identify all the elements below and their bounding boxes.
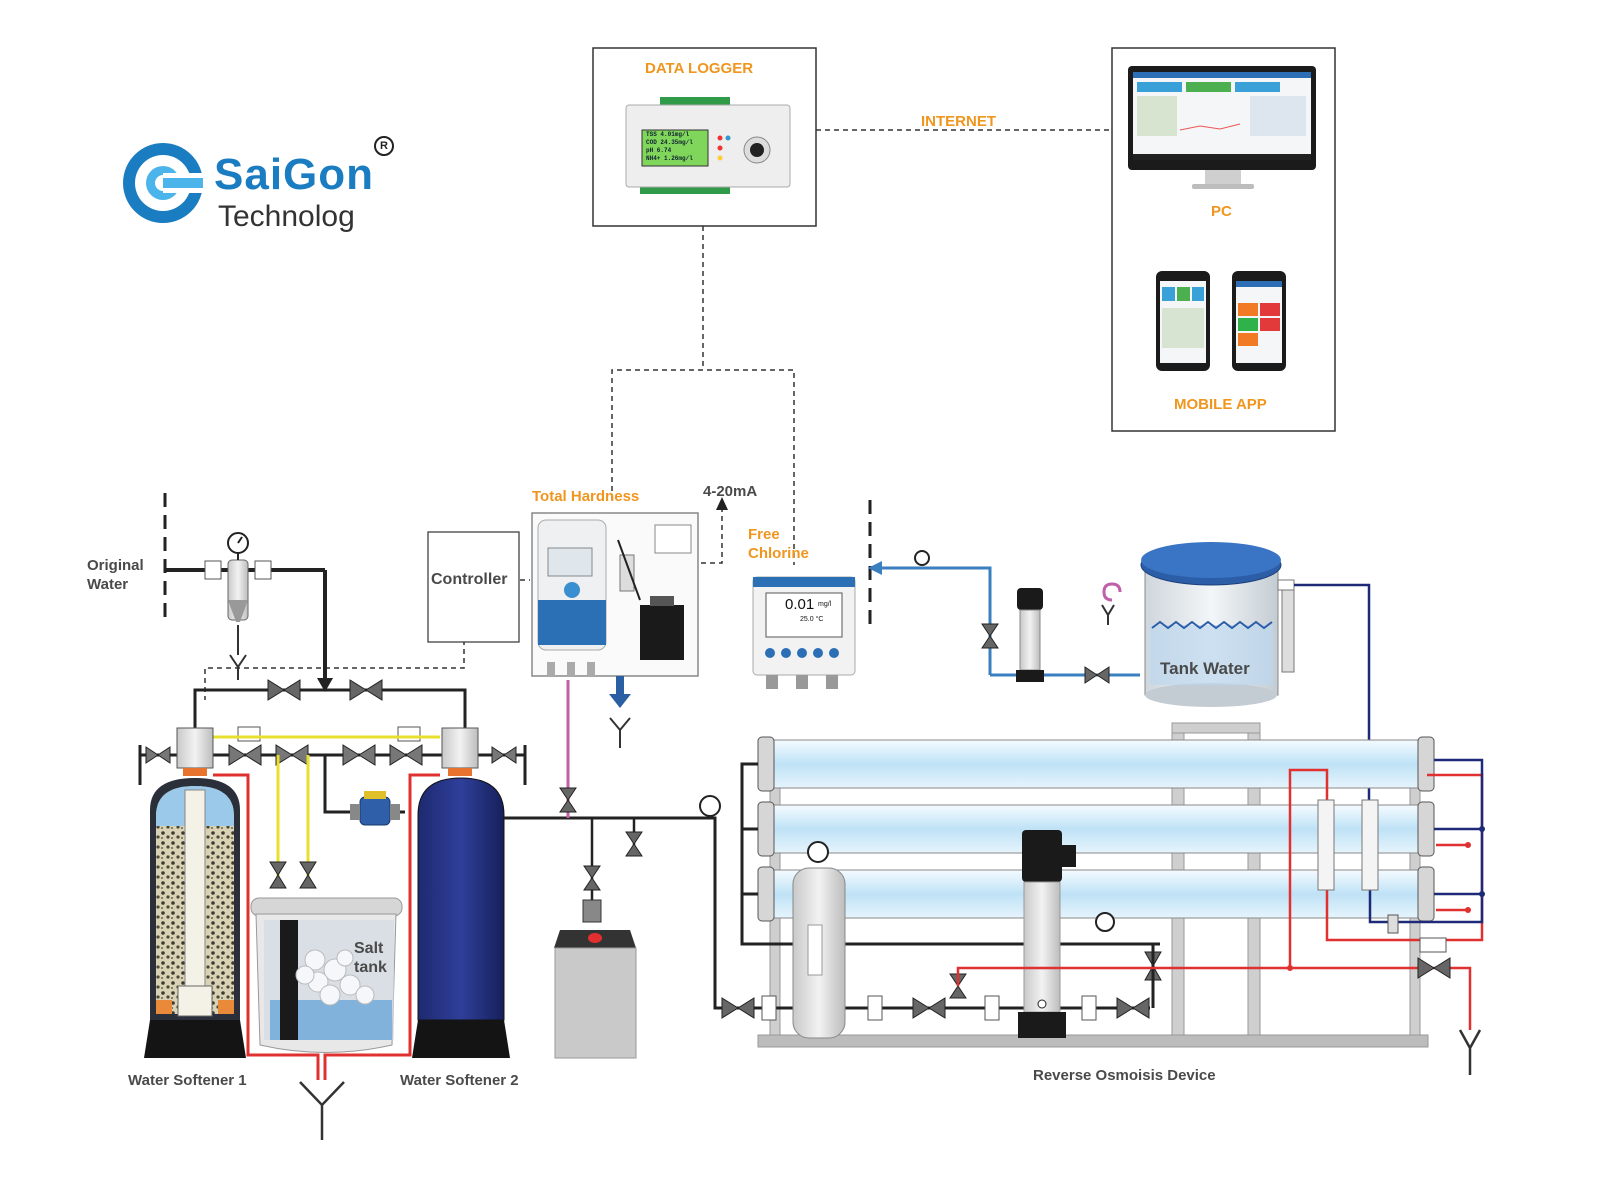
- controller-box: [427, 531, 520, 643]
- pressure-gauge-icon: [1095, 912, 1115, 932]
- bypass-header: [193, 679, 467, 735]
- permeate-line: [1294, 583, 1371, 805]
- pc-label: PC: [1211, 203, 1232, 220]
- free-chlorine-analyzer: [752, 576, 856, 689]
- original-water-label-line1: Original: [87, 557, 144, 574]
- pump-motor-icon: [1017, 588, 1043, 610]
- regeneration-lines: [200, 735, 440, 880]
- pressure-gauge-icon: [807, 841, 829, 863]
- logo-wordmark: SaiGon: [214, 150, 375, 199]
- pressure-gauge-icon: [699, 795, 721, 817]
- analyzer-drain-arrow-icon: [609, 676, 631, 748]
- mobile-phone-icon: [1156, 271, 1210, 371]
- logger-lcd-line: COD 24.35mg/l: [646, 139, 693, 146]
- registered-mark: R: [380, 140, 388, 152]
- rotameter-icon: [1361, 799, 1379, 891]
- logger-lcd-line: TSS 4.01mg/l: [646, 131, 690, 138]
- data-logger-title: DATA LOGGER: [645, 60, 754, 77]
- original-water-label-line2: Water: [87, 576, 129, 593]
- water-softener-2-label: Water Softener 2: [400, 1072, 519, 1089]
- data-logger-device: [625, 97, 791, 194]
- flow-switch-icon: [237, 726, 261, 742]
- gate-valve-icon: [267, 679, 301, 701]
- chlorine-temperature: 25.0 °C: [800, 616, 824, 623]
- salt-tank-label-line1: Salt: [354, 940, 384, 957]
- total-hardness-label: Total Hardness: [532, 488, 640, 505]
- signal-arrow-icon: [716, 497, 728, 510]
- signal-label: 4-20mA: [703, 483, 758, 500]
- pressure-gauge-icon: [914, 550, 930, 566]
- logger-lcd-line: pH 6.74: [646, 147, 672, 154]
- salt-tank: [250, 897, 403, 1053]
- tank-water-label: Tank Water: [1160, 659, 1250, 678]
- logger-lcd: [641, 129, 709, 167]
- mobile-app-label: MOBILE APP: [1174, 396, 1267, 413]
- logo-subtitle: Technolog: [218, 200, 355, 233]
- rotameter-icon: [1317, 799, 1335, 891]
- drain-icon: [1458, 1029, 1482, 1075]
- ro-membrane: [757, 801, 1435, 857]
- drain-icon: [299, 1081, 345, 1140]
- brine-valves: [269, 861, 317, 889]
- water-softener-1: [144, 727, 246, 1058]
- communication-lines: [204, 129, 1112, 700]
- total-hardness-analyzer: [531, 512, 699, 677]
- controller-label: Controller: [431, 571, 508, 588]
- saigon-logo: [123, 136, 394, 223]
- flow-switch-icon: [397, 726, 421, 742]
- pc-monitor-icon: [1128, 66, 1316, 189]
- brine-drain-lines: [213, 773, 440, 1080]
- salt-tank-label-line2: tank: [354, 959, 387, 976]
- flow-meter-icon: [323, 755, 405, 826]
- free-chlorine-label-line1: Free: [748, 526, 780, 543]
- dosing-tank: [554, 899, 637, 1059]
- internet-label: INTERNET: [921, 113, 996, 130]
- original-water-inlet: [163, 493, 333, 692]
- tank-feed-line: [868, 500, 1140, 684]
- logger-lcd-line: NH4+ 1.26mg/l: [646, 155, 693, 162]
- water-softener-1-label: Water Softener 1: [128, 1072, 247, 1089]
- water-softener-2: [412, 727, 510, 1058]
- brine-well-icon: [280, 920, 298, 1040]
- ro-device-label: Reverse Osmoisis Device: [1033, 1067, 1216, 1084]
- chlorine-unit: mg/l: [818, 601, 832, 608]
- softened-water-line: [504, 680, 705, 905]
- product-water-tank: [1101, 542, 1295, 707]
- chlorine-reading: 0.01: [785, 596, 815, 613]
- high-pressure-pump: [1023, 881, 1061, 1013]
- mobile-phone-icon: [1232, 271, 1286, 371]
- free-chlorine-label-line2: Chlorine: [748, 545, 809, 562]
- gate-valve-icon: [349, 679, 383, 701]
- pump-motor-icon: [1022, 830, 1062, 882]
- ro-device: [699, 722, 1485, 1075]
- ro-membrane: [757, 736, 1435, 792]
